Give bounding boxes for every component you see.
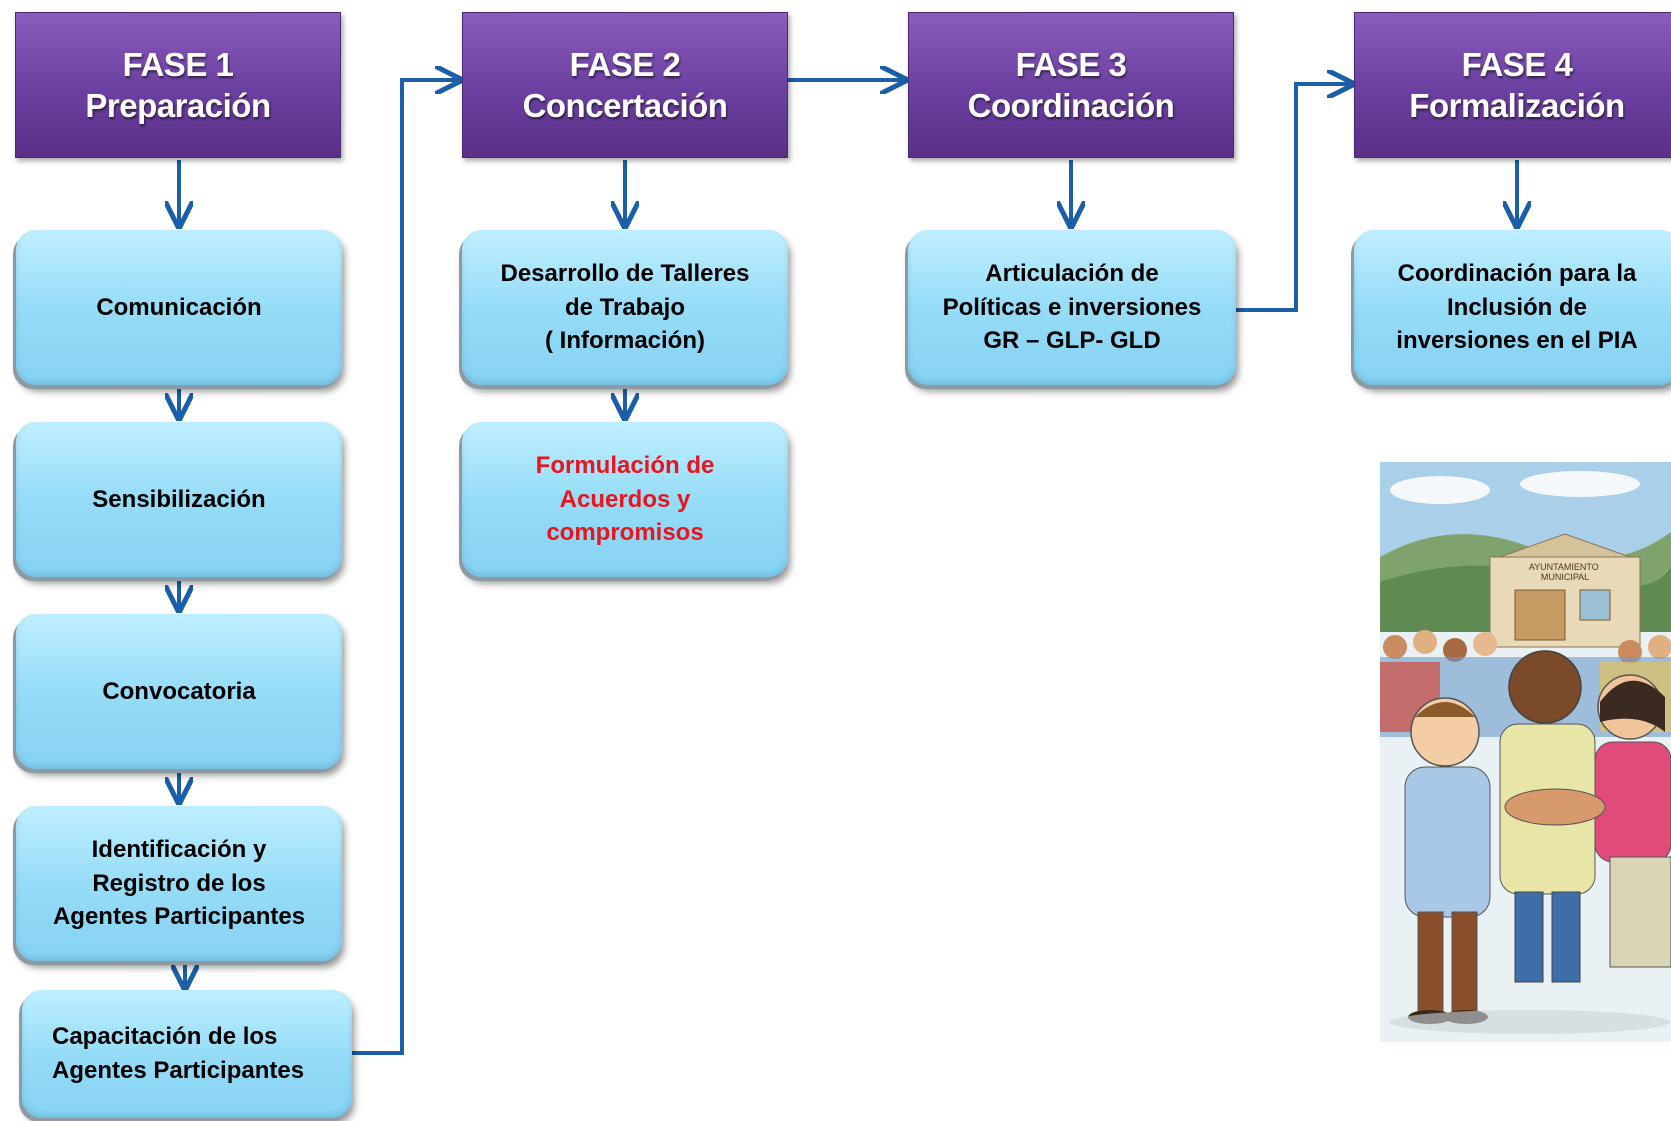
arrow-capacitacion-to-fase2: [352, 80, 460, 1055]
phase-3-title: FASE 3: [1015, 45, 1127, 83]
phase-4-title: FASE 4: [1461, 45, 1573, 83]
phase-4-subtitle: Formalización: [1409, 87, 1625, 124]
step-comunicacion: Comunicación: [16, 230, 342, 385]
phase-2-subtitle: Concertación: [522, 87, 728, 124]
phase-2-header: FASE 2 Concertación: [462, 12, 788, 158]
community-illustration: AYUNTAMIENTO MUNICIPAL: [1380, 462, 1671, 1042]
illustration-drawing: AYUNTAMIENTO MUNICIPAL: [1380, 462, 1671, 1042]
illustration-sign: AYUNTAMIENTO MUNICIPAL: [1529, 562, 1602, 582]
phase-2-title: FASE 2: [569, 45, 681, 83]
phase-3-header: FASE 3 Coordinación: [908, 12, 1234, 158]
phase-1-header: FASE 1 Preparación: [15, 12, 341, 158]
step-sensibilizacion: Sensibilización: [16, 422, 342, 577]
phase-4-header: FASE 4 Formalización: [1354, 12, 1671, 158]
phase-3-subtitle: Coordinación: [967, 87, 1175, 124]
phase-1-title: FASE 1: [122, 45, 234, 83]
step-convocatoria: Convocatoria: [16, 614, 342, 769]
arrow-articulacion-to-fase4: [1236, 84, 1352, 312]
phase-1-subtitle: Preparación: [85, 87, 271, 124]
